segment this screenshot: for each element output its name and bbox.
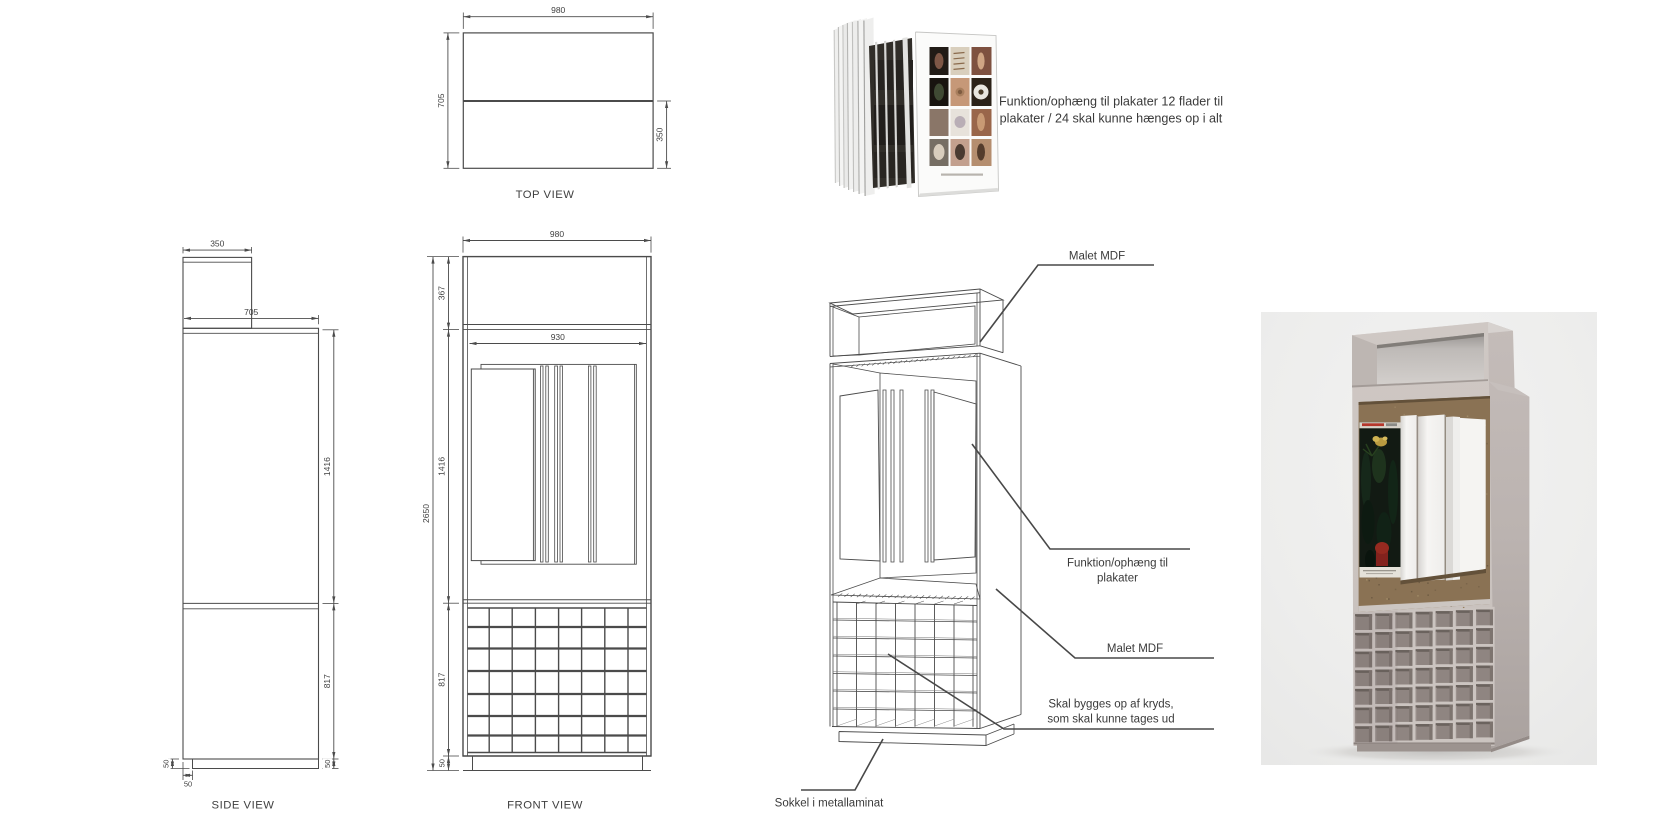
svg-text:2650: 2650	[421, 504, 431, 523]
svg-text:50: 50	[438, 759, 447, 767]
svg-text:FRONT VIEW: FRONT VIEW	[507, 800, 583, 812]
svg-text:Malet MDF: Malet MDF	[1107, 643, 1163, 655]
svg-text:Malet MDF: Malet MDF	[1069, 251, 1125, 263]
svg-text:Funktion/ophæng til: Funktion/ophæng til	[1067, 558, 1168, 570]
svg-text:350: 350	[210, 239, 224, 249]
svg-text:350: 350	[655, 127, 665, 141]
svg-text:817: 817	[322, 674, 332, 688]
svg-text:Skal bygges op af kryds,: Skal bygges op af kryds,	[1048, 699, 1173, 711]
svg-text:930: 930	[551, 332, 565, 342]
svg-text:817: 817	[437, 672, 447, 686]
svg-text:50: 50	[184, 780, 192, 789]
svg-text:Sokkel i metallaminat: Sokkel i metallaminat	[775, 798, 884, 810]
svg-text:705: 705	[244, 307, 258, 317]
svg-text:plakater: plakater	[1097, 573, 1138, 585]
svg-text:50: 50	[323, 760, 332, 768]
svg-text:50: 50	[161, 760, 170, 768]
svg-text:980: 980	[550, 229, 564, 239]
svg-text:980: 980	[551, 5, 565, 15]
svg-text:plakater / 24 skal kunne hænge: plakater / 24 skal kunne hænges op i alt	[1000, 112, 1223, 126]
svg-text:som skal kunne tages ud: som skal kunne tages ud	[1047, 714, 1174, 726]
svg-text:TOP VIEW: TOP VIEW	[516, 189, 575, 201]
svg-text:SIDE VIEW: SIDE VIEW	[212, 800, 275, 812]
svg-text:1416: 1416	[322, 457, 332, 476]
svg-text:Funktion/ophæng til plakater: Funktion/ophæng til plakater 12 flader t…	[999, 95, 1223, 109]
svg-text:367: 367	[437, 286, 447, 300]
svg-text:1416: 1416	[437, 457, 447, 476]
svg-text:705: 705	[436, 93, 446, 107]
